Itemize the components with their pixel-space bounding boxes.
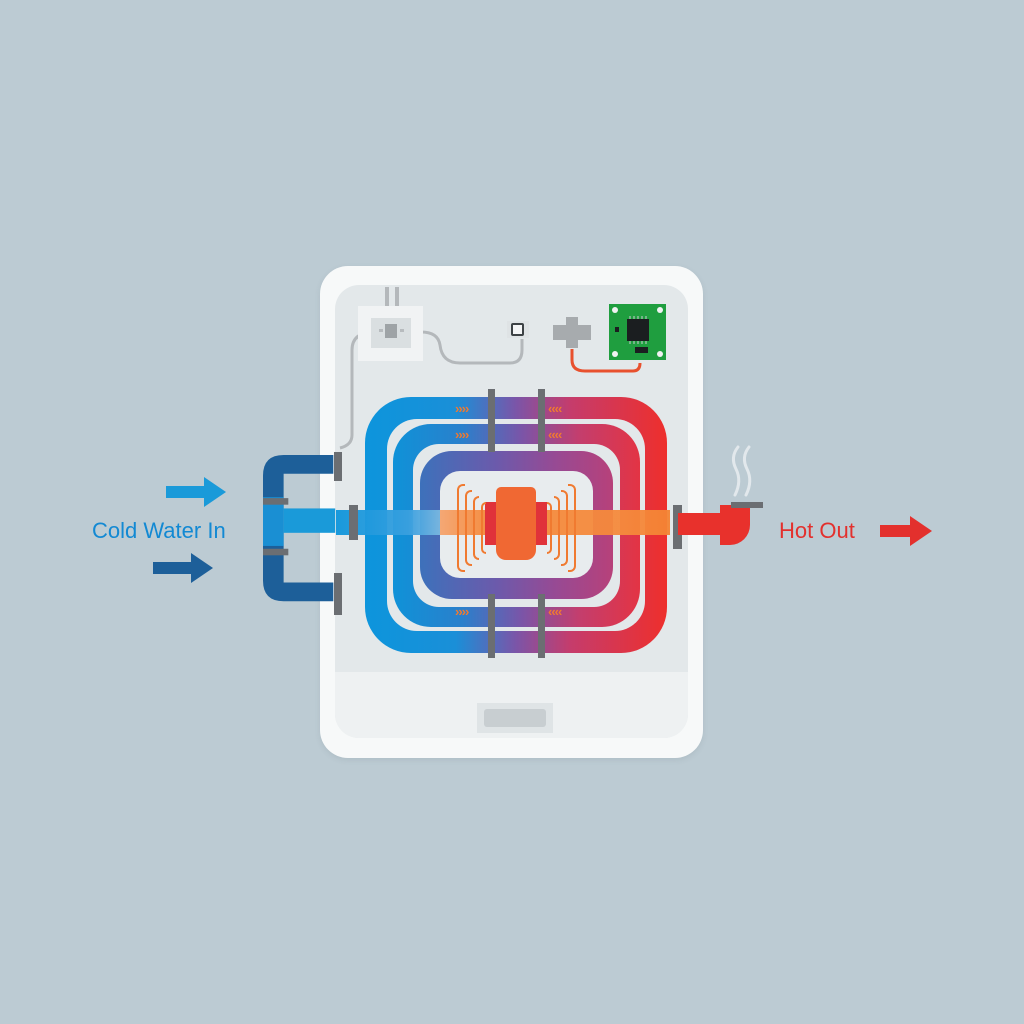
display-panel-icon bbox=[484, 709, 546, 727]
steam-icon bbox=[731, 445, 752, 497]
heat-wave-icon bbox=[465, 490, 472, 566]
flow-chevrons-right: ›››› bbox=[455, 427, 469, 442]
flow-sensor-icon bbox=[358, 306, 423, 361]
hot-outlet-arrow-icon bbox=[880, 516, 932, 546]
clamp-bottom-right bbox=[538, 594, 545, 658]
hot-out-label: Hot Out bbox=[779, 518, 855, 543]
clamp-bottom-left bbox=[488, 594, 495, 658]
inlet-flange-top bbox=[334, 452, 342, 481]
feed-flange bbox=[349, 505, 358, 540]
switch-icon bbox=[507, 321, 529, 338]
heat-wave-icon bbox=[554, 496, 560, 560]
heat-wave-icon bbox=[481, 502, 486, 554]
clamp-top-left bbox=[488, 389, 495, 452]
flow-chevrons-right: ›››› bbox=[455, 604, 469, 619]
outlet-flange bbox=[673, 505, 682, 549]
heated-core-pipe bbox=[440, 510, 670, 535]
heat-wave-icon bbox=[473, 496, 479, 560]
pcb-chip-icon bbox=[609, 304, 666, 360]
flow-chevrons-left: ‹‹‹‹ bbox=[548, 401, 562, 416]
clamp-top-right bbox=[538, 389, 545, 452]
cold-water-in-label: Cold Water In bbox=[92, 518, 226, 543]
heat-wave-icon bbox=[568, 484, 576, 572]
heating-element-icon bbox=[496, 487, 536, 560]
heat-wave-icon bbox=[547, 502, 552, 554]
top-electronics bbox=[339, 287, 666, 450]
cold-inlet-arrow-bottom-icon bbox=[153, 553, 213, 583]
flow-chevrons-left: ‹‹‹‹ bbox=[548, 427, 562, 442]
inlet-flange-bottom bbox=[334, 573, 342, 615]
heat-wave-icon bbox=[457, 484, 465, 572]
flow-chevrons-right: ›››› bbox=[455, 401, 469, 416]
hot-outlet-cap bbox=[731, 502, 763, 508]
connector-icon bbox=[553, 317, 591, 348]
cold-manifold-icon bbox=[263, 455, 336, 602]
flow-chevrons-left: ‹‹‹‹ bbox=[548, 604, 562, 619]
hot-outlet-elbow bbox=[720, 505, 750, 545]
heat-wave-icon bbox=[561, 490, 568, 566]
cold-inlet-arrow-top-icon bbox=[166, 477, 226, 507]
